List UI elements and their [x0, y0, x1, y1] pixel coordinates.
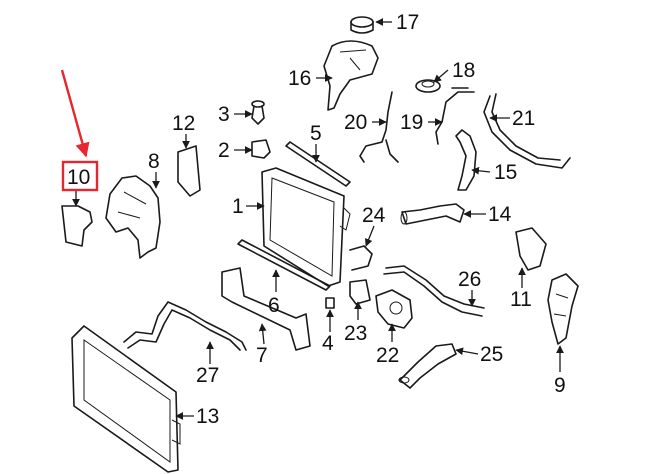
part-21-hose: [483, 93, 571, 169]
callout-4: 4: [322, 332, 334, 355]
callout-10: 10: [67, 166, 90, 189]
callout-25: 25: [480, 343, 503, 366]
part-15-hose: [455, 129, 477, 191]
callout-24: 24: [362, 204, 386, 227]
part-1-radiator: [261, 167, 351, 287]
part-17-cap: [350, 16, 374, 34]
part-26-hose: [383, 265, 485, 317]
part-2-mount: [251, 139, 271, 159]
part-14-hose: [400, 203, 465, 225]
part-25-hose: [398, 343, 457, 389]
leader-lines: [72, 18, 564, 420]
part-22-pump: [375, 289, 413, 329]
part-18-grommet: [415, 79, 441, 93]
callout-14: 14: [488, 203, 512, 226]
part-5-strip: [285, 141, 351, 187]
part-12-shield: [177, 145, 201, 197]
part-9-bracket: [547, 273, 579, 345]
callout-3: 3: [218, 103, 230, 126]
part-4-spacer: [325, 297, 335, 309]
callout-27: 27: [196, 364, 219, 387]
part-7-bracket: [221, 267, 311, 351]
callout-6: 6: [268, 294, 280, 317]
part-19-hose: [435, 87, 475, 145]
highlight-box: [61, 160, 99, 192]
callout-9: 9: [554, 374, 566, 397]
callout-20: 20: [344, 111, 367, 134]
callout-7: 7: [256, 344, 268, 367]
callout-1: 1: [232, 195, 244, 218]
part-6-strip: [237, 239, 331, 291]
part-23-bushing: [349, 279, 371, 305]
part-13-condenser: [71, 325, 181, 473]
highlight-pointer: [60, 69, 90, 158]
part-20-hose: [359, 91, 399, 163]
callout-11: 11: [510, 288, 532, 311]
callout-19: 19: [400, 111, 423, 134]
callout-8: 8: [148, 150, 160, 173]
part-27-hose: [123, 301, 247, 351]
callout-22: 22: [376, 344, 399, 367]
part-16-expansion-tank: [323, 40, 379, 111]
part-10-deflector: [61, 205, 93, 247]
part-8-air-duct: [105, 175, 161, 259]
callout-16: 16: [288, 67, 311, 90]
callout-labels: 17 16 18 20 19 21 12 3 5 2 8 15 10 1 14 …: [67, 11, 566, 428]
part-3-fastener: [251, 100, 265, 125]
part-24-bracket: [349, 245, 373, 271]
callout-23: 23: [344, 322, 367, 345]
callout-12: 12: [172, 112, 195, 135]
callout-26: 26: [458, 268, 481, 291]
callout-13: 13: [196, 405, 219, 428]
callout-17: 17: [396, 11, 419, 34]
callout-15: 15: [494, 161, 517, 184]
part-11-bracket: [515, 227, 547, 271]
highlight-callout-10: [60, 69, 99, 192]
callout-21: 21: [512, 107, 535, 130]
callout-5: 5: [310, 122, 322, 145]
callout-2: 2: [218, 139, 230, 162]
callout-18: 18: [452, 59, 475, 82]
